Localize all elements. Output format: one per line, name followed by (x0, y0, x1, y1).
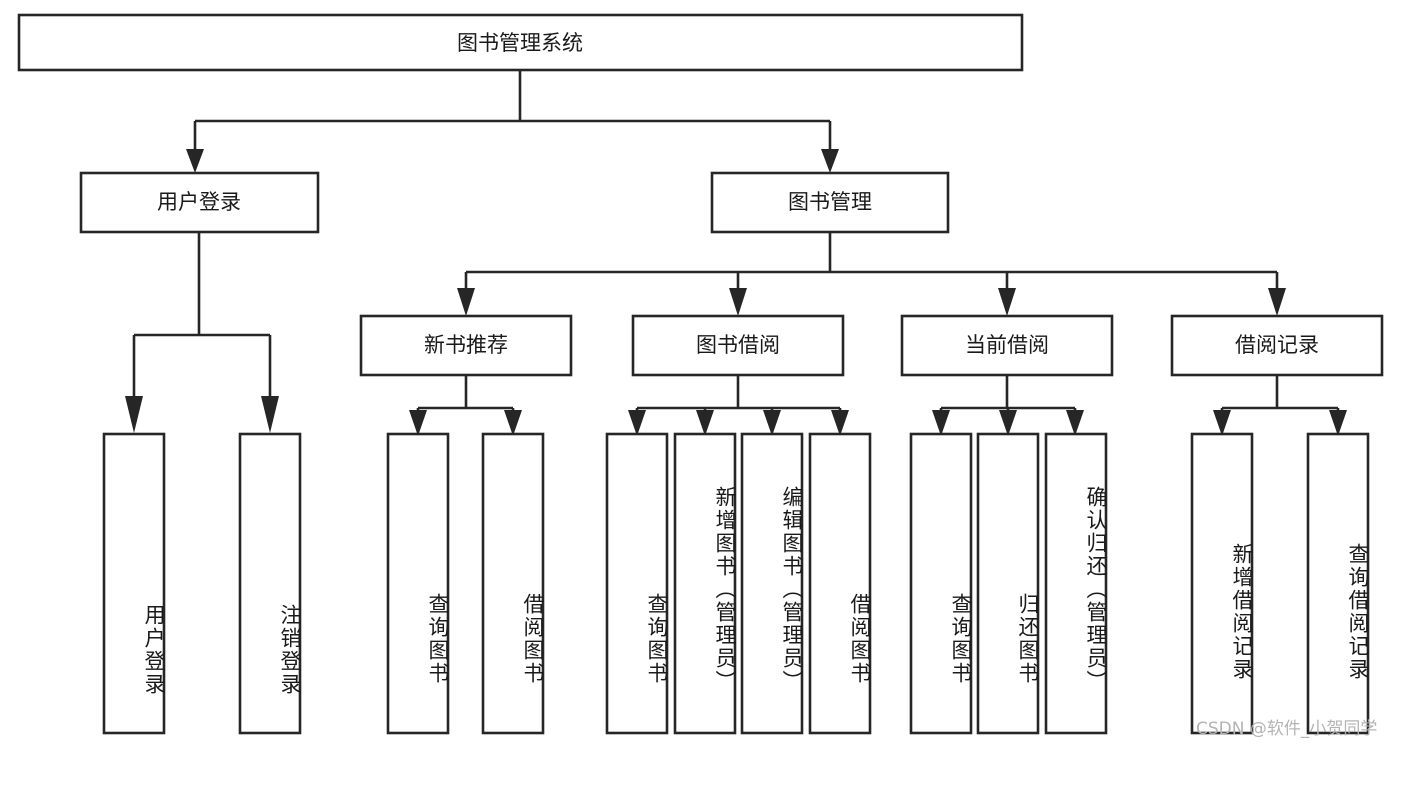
node-current-borrow-label: 当前借阅 (965, 333, 1049, 357)
node-book-borrow[interactable] (631, 314, 845, 377)
node-leaf-query-book-3[interactable] (909, 432, 973, 735)
node-leaf-user-logout[interactable] (238, 432, 302, 735)
csdn-watermark: CSDN @软件_小贺同学 (1196, 719, 1378, 739)
node-current-borrow[interactable] (900, 314, 1114, 377)
node-book-manage[interactable] (710, 171, 950, 234)
node-user-login-label: 用户登录 (157, 190, 241, 214)
node-user-login[interactable] (79, 171, 320, 234)
connector-newbook-to-leaves (409, 375, 522, 436)
flowchart-diagram: 图书管理系统 用户登录 图书管理 新书推荐 图书借阅 当前借阅 借阅记录 (17, 13, 1384, 739)
connector-root-to-level2 (186, 70, 839, 173)
connector-bookmanage-to-level3 (457, 232, 1286, 316)
node-new-book-rec-label: 新书推荐 (424, 333, 508, 357)
node-root[interactable] (17, 13, 1024, 72)
node-leaf-query-book-2[interactable] (605, 432, 669, 735)
node-leaf-query-record[interactable] (1306, 432, 1370, 735)
node-new-book-rec[interactable] (359, 314, 573, 377)
connector-bookborrow-to-leaves (628, 375, 849, 436)
node-book-manage-label: 图书管理 (788, 190, 872, 214)
node-leaf-borrow-book-1[interactable] (481, 432, 545, 735)
diagram-canvas: 图书管理系统 用户登录 图书管理 新书推荐 图书借阅 当前借阅 借阅记录 (17, 13, 1384, 735)
node-leaf-user-login[interactable] (102, 432, 166, 735)
node-leaf-confirm-return[interactable] (1044, 432, 1108, 735)
node-leaf-add-record[interactable] (1190, 432, 1254, 735)
node-leaf-return-book[interactable] (976, 432, 1040, 735)
node-leaf-borrow-book-2[interactable] (808, 432, 872, 735)
node-leaf-query-book-1[interactable] (386, 432, 450, 735)
node-leaf-add-book[interactable] (673, 432, 737, 735)
connector-currentborrow-to-leaves (932, 375, 1084, 436)
node-root-label: 图书管理系统 (457, 31, 583, 55)
connector-userlogin-to-leaves (125, 232, 279, 433)
node-book-borrow-label: 图书借阅 (696, 333, 780, 357)
node-borrow-record-label: 借阅记录 (1235, 333, 1319, 357)
connector-borrowrecord-to-leaves (1213, 375, 1347, 436)
node-borrow-record[interactable] (1170, 314, 1384, 377)
node-leaf-edit-book[interactable] (740, 432, 804, 735)
